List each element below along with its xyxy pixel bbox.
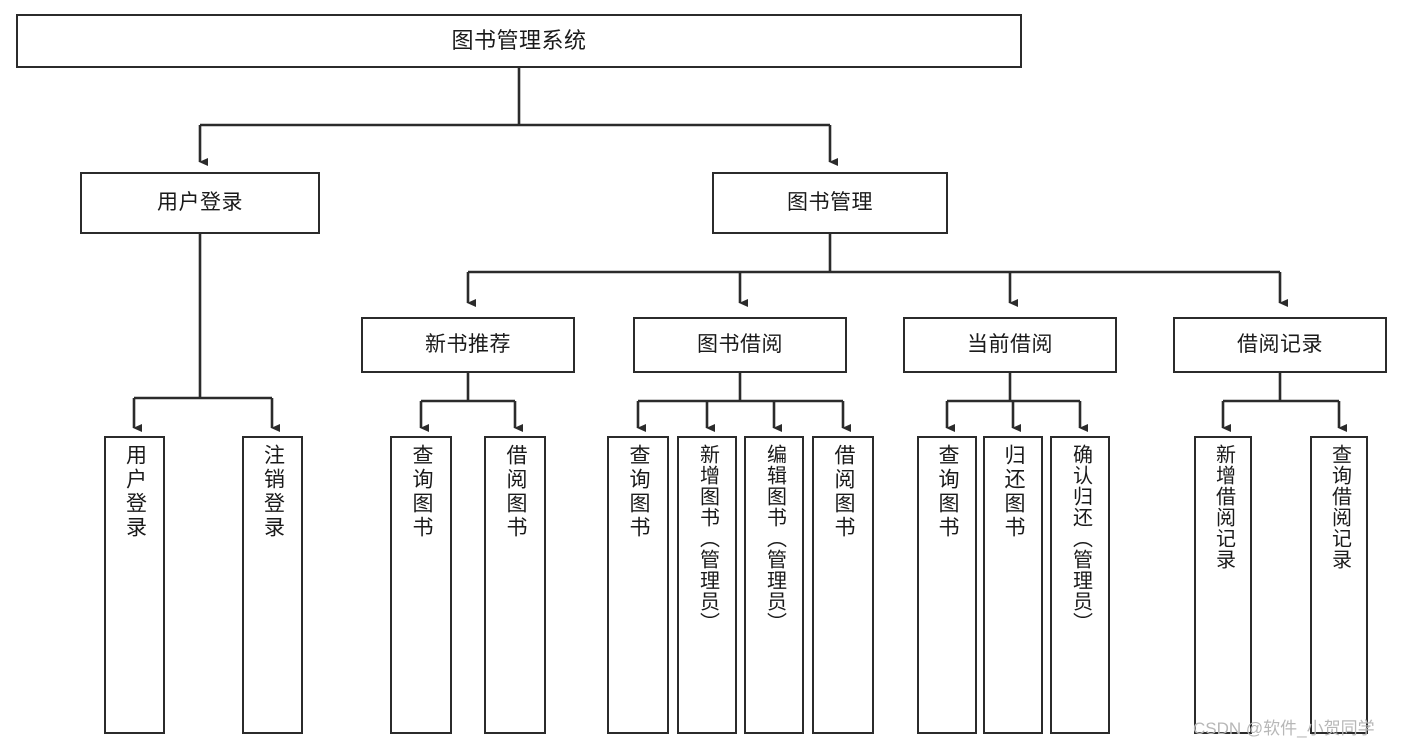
node-leaf-rec-add-label: 新增借阅记录 [1212, 444, 1235, 570]
node-user-login[interactable]: 用户登录 [80, 172, 320, 234]
node-leaf-borrow-lend[interactable]: 借阅图书 [812, 436, 874, 734]
node-new-book-rec[interactable]: 新书推荐 [361, 317, 575, 373]
node-leaf-rec-query[interactable]: 查询图书 [390, 436, 452, 734]
node-leaf-borrow-edit-label: 编辑图书（管理员） [763, 444, 786, 633]
node-root-label: 图书管理系统 [451, 27, 587, 53]
node-book-manage-label: 图书管理 [787, 191, 873, 215]
node-leaf-cur-confirm-label: 确认归还（管理员） [1069, 444, 1092, 633]
node-leaf-rec-query-label: 查询图书 [410, 444, 434, 540]
node-leaf-user-logout[interactable]: 注销登录 [242, 436, 303, 734]
node-leaf-rec-query2-label: 查询借阅记录 [1328, 444, 1351, 570]
node-borrow-record-label: 借阅记录 [1237, 333, 1323, 357]
node-leaf-cur-return[interactable]: 归还图书 [983, 436, 1043, 734]
node-user-login-label: 用户登录 [157, 191, 243, 215]
node-leaf-borrow-query[interactable]: 查询图书 [607, 436, 669, 734]
node-leaf-rec-borrow-label: 借阅图书 [504, 444, 528, 540]
node-book-borrow-label: 图书借阅 [697, 333, 783, 357]
node-leaf-user-login-label: 用户登录 [123, 444, 147, 540]
node-leaf-user-logout-label: 注销登录 [261, 444, 285, 540]
node-leaf-cur-query-label: 查询图书 [936, 444, 960, 540]
node-leaf-borrow-edit[interactable]: 编辑图书（管理员） [744, 436, 804, 734]
node-leaf-borrow-add-label: 新增图书（管理员） [696, 444, 719, 633]
node-book-borrow[interactable]: 图书借阅 [633, 317, 847, 373]
node-leaf-rec-query2[interactable]: 查询借阅记录 [1310, 436, 1368, 734]
node-leaf-borrow-add[interactable]: 新增图书（管理员） [677, 436, 737, 734]
node-new-book-rec-label: 新书推荐 [425, 333, 511, 357]
node-book-manage[interactable]: 图书管理 [712, 172, 948, 234]
node-leaf-borrow-query-label: 查询图书 [627, 444, 651, 540]
node-leaf-cur-query[interactable]: 查询图书 [917, 436, 977, 734]
node-leaf-rec-add[interactable]: 新增借阅记录 [1194, 436, 1252, 734]
node-leaf-rec-borrow[interactable]: 借阅图书 [484, 436, 546, 734]
node-leaf-user-login[interactable]: 用户登录 [104, 436, 165, 734]
node-leaf-cur-return-label: 归还图书 [1002, 444, 1026, 540]
csdn-watermark: CSDN @软件_小贺同学 [1193, 719, 1375, 738]
node-root[interactable]: 图书管理系统 [16, 14, 1022, 68]
node-leaf-cur-confirm[interactable]: 确认归还（管理员） [1050, 436, 1110, 734]
node-leaf-borrow-lend-label: 借阅图书 [832, 444, 856, 540]
node-current-borrow-label: 当前借阅 [967, 333, 1053, 357]
node-borrow-record[interactable]: 借阅记录 [1173, 317, 1387, 373]
node-current-borrow[interactable]: 当前借阅 [903, 317, 1117, 373]
